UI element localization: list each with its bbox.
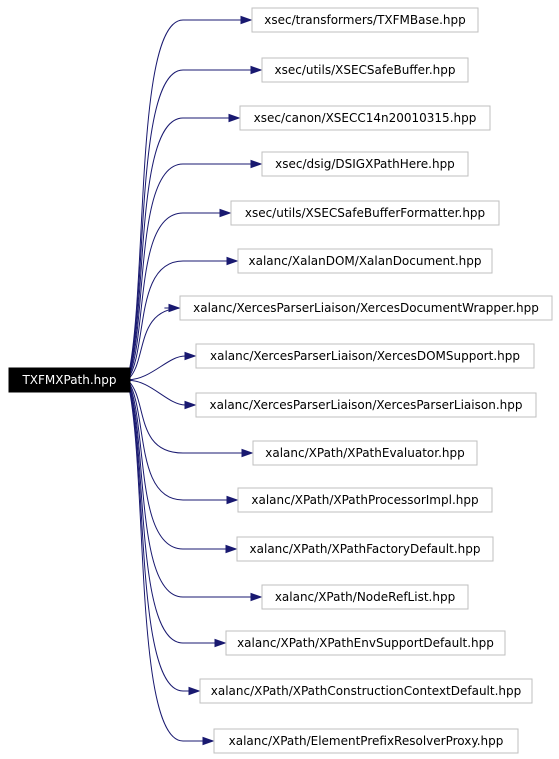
include-edge <box>127 381 226 550</box>
include-node[interactable]: xalanc/XPath/NodeRefList.hpp <box>261 584 469 610</box>
include-node-label: xalanc/XPath/ElementPrefixResolverProxy.… <box>229 734 504 748</box>
include-node-box[interactable] <box>239 105 491 131</box>
include-node[interactable]: xalanc/XPath/XPathEnvSupportDefault.hpp <box>225 630 506 656</box>
include-node-box[interactable] <box>179 295 553 321</box>
include-edge <box>127 355 186 381</box>
include-node[interactable]: xalanc/XalanDOM/XalanDocument.hpp <box>237 248 493 274</box>
include-node[interactable]: xsec/utils/XSECSafeBuffer.hpp <box>261 57 469 83</box>
include-node-label: xalanc/XalanDOM/XalanDocument.hpp <box>248 254 481 268</box>
include-edge <box>127 117 229 378</box>
node-layer: TXFMXPath.hpp xsec/transformers/TXFMBase… <box>8 7 553 754</box>
include-node[interactable]: xsec/transformers/TXFMBase.hpp <box>251 7 479 33</box>
include-node-box[interactable] <box>252 440 478 466</box>
include-node-label: xalanc/XPath/XPathEnvSupportDefault.hpp <box>237 636 494 650</box>
root-node-label: TXFMXPath.hpp <box>21 373 116 387</box>
include-node-box[interactable] <box>230 200 500 226</box>
edge-arrowhead <box>240 15 253 25</box>
edge-arrowhead <box>168 303 181 313</box>
edge-arrowhead <box>188 686 201 696</box>
include-edge <box>127 163 251 379</box>
include-node-label: xalanc/XercesParserLiaison/XercesDocumen… <box>193 301 539 315</box>
include-node-box[interactable] <box>225 630 506 656</box>
include-node-box[interactable] <box>261 584 469 610</box>
edge-arrowhead <box>219 208 232 218</box>
include-node-box[interactable] <box>213 728 519 754</box>
include-node[interactable]: xalanc/XercesParserLiaison/XercesDOMSupp… <box>195 343 535 369</box>
edge-arrowhead <box>226 256 239 266</box>
include-node[interactable]: xalanc/XercesParserLiaison/XercesParserL… <box>195 392 537 418</box>
include-node[interactable]: xalanc/XPath/XPathEvaluator.hpp <box>252 440 478 466</box>
include-node-label: xsec/dsig/DSIGXPathHere.hpp <box>275 157 455 171</box>
edge-arrowhead <box>228 113 241 123</box>
include-node-box[interactable] <box>195 343 535 369</box>
include-edge <box>127 212 220 379</box>
include-edge <box>127 381 251 598</box>
root-node-box[interactable] <box>8 367 131 393</box>
include-node-label: xsec/canon/XSECC14n20010315.hpp <box>254 111 477 125</box>
include-node-label: xalanc/XPath/XPathProcessorImpl.hpp <box>251 493 478 507</box>
include-node-label: xalanc/XercesParserLiaison/XercesDOMSupp… <box>210 349 520 363</box>
include-node-box[interactable] <box>261 151 469 177</box>
include-node-label: xsec/transformers/TXFMBase.hpp <box>264 13 466 27</box>
include-node-label: xalanc/XPath/XPathConstructionContextDef… <box>211 684 522 698</box>
include-node-box[interactable] <box>261 57 469 83</box>
include-edge <box>127 260 227 380</box>
edge-arrowhead <box>184 400 197 410</box>
include-node[interactable]: xalanc/XPath/XPathFactoryDefault.hpp <box>236 536 494 562</box>
include-node[interactable]: xsec/utils/XSECSafeBufferFormatter.hpp <box>230 200 500 226</box>
include-node-label: xsec/utils/XSECSafeBufferFormatter.hpp <box>245 206 485 220</box>
include-node-label: xalanc/XPath/NodeRefList.hpp <box>275 590 455 604</box>
include-node-label: xalanc/XPath/XPathEvaluator.hpp <box>265 446 464 460</box>
include-node-box[interactable] <box>237 248 493 274</box>
edge-arrowhead <box>250 592 263 602</box>
edge-layer <box>127 15 263 746</box>
include-edge <box>127 19 241 378</box>
edge-arrowhead <box>202 736 215 746</box>
include-node-label: xalanc/XercesParserLiaison/XercesParserL… <box>210 398 523 412</box>
edge-arrowhead <box>250 159 263 169</box>
edge-arrowhead <box>226 495 239 505</box>
include-node[interactable]: xalanc/XPath/XPathProcessorImpl.hpp <box>237 487 493 513</box>
include-edge <box>127 379 186 406</box>
edge-arrowhead <box>214 638 227 648</box>
include-edge <box>127 380 227 501</box>
include-node[interactable]: xalanc/XPath/XPathConstructionContextDef… <box>199 678 533 704</box>
include-node-box[interactable] <box>199 678 533 704</box>
include-node[interactable]: xalanc/XercesParserLiaison/XercesDocumen… <box>179 295 553 321</box>
root-node[interactable]: TXFMXPath.hpp <box>8 367 131 393</box>
include-node-label: xsec/utils/XSECSafeBuffer.hpp <box>274 63 455 77</box>
include-edge <box>127 380 242 454</box>
edge-arrowhead <box>225 544 238 554</box>
include-node-box[interactable] <box>195 392 537 418</box>
include-node[interactable]: xsec/canon/XSECC14n20010315.hpp <box>239 105 491 131</box>
edge-arrowhead <box>250 65 263 75</box>
include-node-box[interactable] <box>251 7 479 33</box>
include-edge <box>127 69 251 378</box>
edge-arrowhead <box>241 448 254 458</box>
edge-arrowhead <box>184 351 197 361</box>
include-node-label: xalanc/XPath/XPathFactoryDefault.hpp <box>250 542 481 556</box>
include-edge <box>127 382 215 644</box>
include-node-box[interactable] <box>237 487 493 513</box>
include-node-box[interactable] <box>236 536 494 562</box>
include-node[interactable]: xalanc/XPath/ElementPrefixResolverProxy.… <box>213 728 519 754</box>
include-edge <box>127 382 203 742</box>
include-node[interactable]: xsec/dsig/DSIGXPathHere.hpp <box>261 151 469 177</box>
include-edge <box>127 382 193 692</box>
